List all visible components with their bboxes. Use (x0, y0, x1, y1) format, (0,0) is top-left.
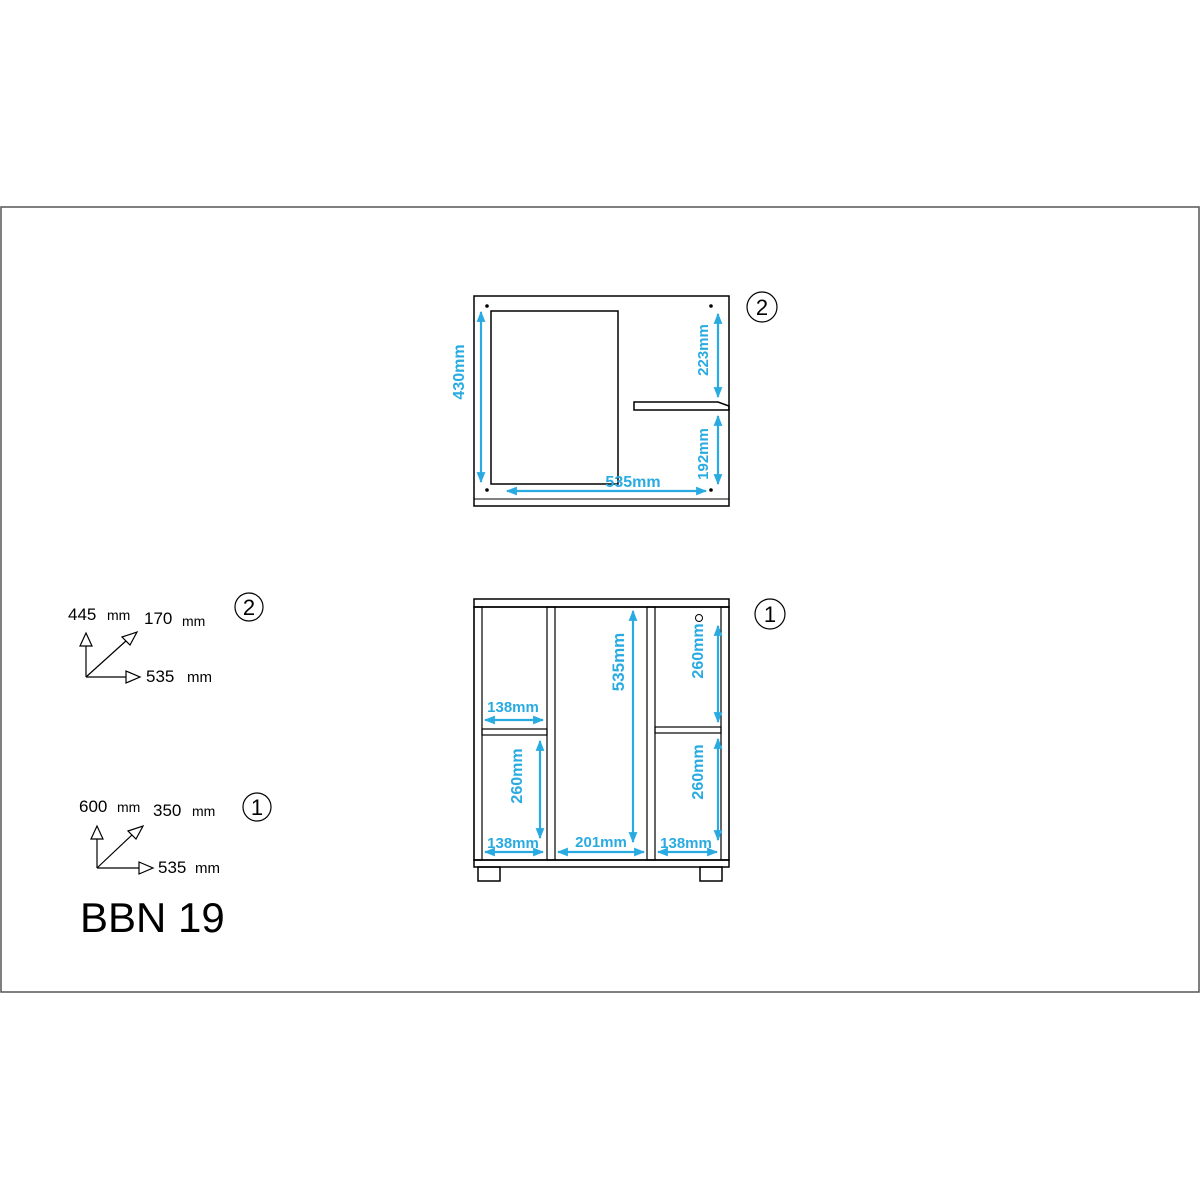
screw-hole (709, 304, 713, 308)
legend-width-unit: mm (187, 669, 212, 686)
dimension-legend-unit-1: 600 mm 350 mm 535 mm 1 (79, 792, 272, 877)
unit-marker-circle (754, 598, 786, 630)
legend-depth-unit: mm (192, 803, 215, 819)
dim-label-top-upper-right: 223mm (695, 324, 712, 376)
bottom-unit-left-side (473, 606, 483, 861)
dim-label-left-lower-width: 138mm (487, 835, 539, 852)
legend-marker-circle (234, 592, 264, 622)
dim-label-top-lower-right: 192mm (695, 428, 712, 480)
legend-depth-unit: mm (182, 613, 205, 629)
legend-marker-circle (242, 792, 272, 822)
legend-depth-value: 350 (153, 801, 181, 820)
top-unit-shelf (633, 401, 730, 411)
dim-label-top-height: 430mm (451, 344, 468, 399)
bottom-unit-base (473, 859, 730, 868)
top-unit-outline (473, 295, 730, 507)
axis-triad-icon (79, 630, 142, 684)
legend-marker-label: 1 (251, 795, 263, 820)
bottom-unit-divider-right (646, 606, 656, 861)
dim-label-top-width: 535mm (605, 474, 660, 491)
bottom-unit-right-side (720, 606, 730, 861)
dim-label-center-height: 535mm (609, 633, 628, 692)
bottom-unit-drawing: 138mm 260mm 138mm 535mm 201mm 260mm 260m… (473, 598, 786, 882)
axis-triad-icon (90, 824, 155, 875)
dim-label-right-lower-height: 260mm (690, 744, 707, 799)
product-code: BBN 19 (80, 894, 225, 941)
bottom-unit-foot-left (477, 866, 501, 882)
legend-width-value: 535 (158, 858, 186, 877)
screw-hole (485, 488, 489, 492)
legend-depth-value: 170 (144, 609, 172, 628)
dim-label-right-upper-height: 260mm (690, 623, 707, 678)
screw-hole (485, 304, 489, 308)
bottom-unit-top-panel (473, 598, 730, 608)
screw-hole (709, 488, 713, 492)
drawing-frame (0, 206, 1200, 993)
cable-hole (695, 614, 703, 622)
legend-width-unit: mm (195, 860, 220, 877)
legend-height-unit: mm (117, 799, 140, 815)
unit-marker-label: 2 (756, 295, 768, 320)
dimension-legend-unit-2: 445 mm 170 mm 535 mm 2 (68, 592, 264, 686)
legend-height-value: 600 (79, 797, 107, 816)
dim-label-center-width: 201mm (575, 834, 627, 851)
bottom-unit-shelf-right (654, 726, 722, 734)
legend-width-value: 535 (146, 667, 174, 686)
top-unit-door-panel (490, 310, 619, 485)
bottom-unit-foot-right (699, 866, 723, 882)
dim-label-left-upper-width: 138mm (487, 699, 539, 716)
bottom-unit-shelf-left (481, 728, 548, 736)
unit-marker-circle (746, 291, 778, 323)
dim-label-right-lower-width: 138mm (660, 835, 712, 852)
top-unit-drawing: 430mm 535mm 223mm 192mm 2 (451, 291, 778, 507)
bottom-unit-divider-left (546, 606, 556, 861)
unit-marker-label: 1 (764, 602, 776, 627)
legend-marker-label: 2 (243, 595, 255, 620)
legend-height-unit: mm (107, 607, 130, 623)
legend-height-value: 445 (68, 605, 96, 624)
dim-label-left-lower-height: 260mm (509, 748, 526, 803)
